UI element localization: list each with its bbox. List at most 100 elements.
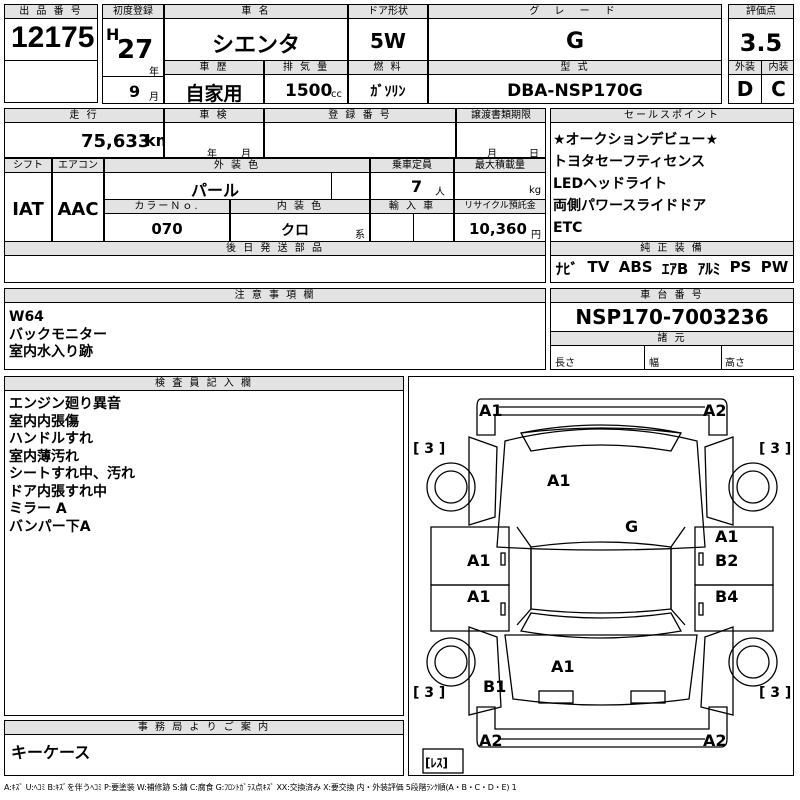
year-unit: 年 xyxy=(149,67,159,78)
era: H xyxy=(106,25,120,44)
model-label: 型 式 xyxy=(429,61,721,75)
capacity-label: 乗車定員 xyxy=(371,159,453,173)
legend: A:ｷｽﾞ U:ﾍｺﾐ B:ｷｽﾞを伴うﾍｺﾐ P:要塗装 W:補修跡 S:錆 … xyxy=(4,783,517,792)
equipment-item: ﾅﾋﾞ xyxy=(555,260,579,278)
chassis-number: NSP170-7003236 xyxy=(575,305,769,329)
office-label: 事 務 局 よ り ご 案 内 xyxy=(5,721,403,735)
displacement: 1500 xyxy=(285,81,333,101)
sales-point-item: 両側パワースライドドア xyxy=(553,198,707,214)
car-name-label: 車 名 xyxy=(165,5,347,19)
history-label: 車 歴 xyxy=(165,61,263,75)
sales-point-item: ★オークションデビュー★ xyxy=(553,132,719,148)
model-code: DBA-NSP170G xyxy=(507,81,643,101)
kei-unit: 系 xyxy=(355,230,365,241)
car-diagram: A1 A2 [ 3 ] [ 3 ] A1 G A1 A1 A1 B2 B4 A1… xyxy=(408,376,794,776)
inspection-label: 車 検 xyxy=(165,109,263,123)
reg-number-cell: 登 録 番 号 xyxy=(264,108,456,158)
interior-color: クロ xyxy=(281,223,309,239)
office-note: キーケース xyxy=(11,743,91,762)
lot-blank xyxy=(4,60,98,103)
sales-point-item: ETC xyxy=(553,220,583,236)
later-parts-cell: 後 日 発 送 部 品 xyxy=(4,241,546,283)
body-color-cell: 外 装 色 パール xyxy=(104,158,370,200)
car-name: シエンタ xyxy=(211,33,300,58)
equipment-item: PS xyxy=(729,258,752,276)
inspector-item: シートすれ中、汚れ xyxy=(9,466,135,482)
cc-unit: cc xyxy=(331,89,342,100)
equipment-list: ﾅﾋﾞ TV ABS ｴｱB ｱﾙﾐ PS PW xyxy=(551,258,793,279)
length-label: 長さ xyxy=(555,358,575,369)
damage-left-front-door: A1 xyxy=(467,551,491,570)
shift: IAT xyxy=(12,199,44,220)
interior-color-cell: 内 装 色 クロ 系 xyxy=(230,199,370,242)
equipment-item: ABS xyxy=(618,258,653,276)
first-registration-label: 初度登録 xyxy=(103,5,163,19)
body-color: パール xyxy=(190,181,239,200)
color-no: 070 xyxy=(151,220,183,238)
interior-color-label: 内 装 色 xyxy=(231,200,369,214)
transfer-doc-label: 譲渡書類期限 xyxy=(457,109,545,123)
equipment-item: TV xyxy=(587,258,610,276)
damage-rear-left-bumper: A2 xyxy=(479,731,503,750)
car-history: 自家用 xyxy=(185,83,243,104)
month-unit: 月 xyxy=(149,92,159,103)
car-outline xyxy=(422,398,778,774)
inspector-item: 室内内張傷 xyxy=(9,413,79,430)
capacity-cell: 乗車定員 7 人 xyxy=(370,158,454,200)
yen-unit: 円 xyxy=(531,230,541,241)
km-unit: km xyxy=(145,131,163,150)
genuine-equipment-cell: 純 正 装 備 ﾅﾋﾞ TV ABS ｴｱB ｱﾙﾐ PS PW xyxy=(550,241,794,283)
transfer-doc-cell: 譲渡書類期限 月 日 xyxy=(456,108,546,158)
inspector-label: 検 査 員 記 入 欄 xyxy=(5,377,403,391)
shift-label: シフト xyxy=(5,159,51,173)
damage-front-right: A2 xyxy=(703,401,727,420)
first-registration-cell: 初度登録 H 27 年 9 月 xyxy=(102,4,164,104)
max-load-cell: 最大積載量 kg xyxy=(454,158,546,200)
interior-score: C xyxy=(771,77,786,101)
inspector-item: ドア内張すれ中 xyxy=(9,483,107,500)
inspector-item: ハンドルすれ xyxy=(9,431,93,447)
damage-right-front-door-a: A1 xyxy=(715,527,739,546)
grade: G xyxy=(565,29,585,54)
model-cell: 型 式 DBA-NSP170G xyxy=(428,60,722,104)
displacement-label: 排 気 量 xyxy=(265,61,347,75)
ext-int-cell: 外装 内装 D C xyxy=(728,60,794,104)
recycle-cell: リサイクル預託金 10,360 円 xyxy=(454,199,546,242)
damage-hood: A1 xyxy=(547,471,571,490)
genuine-label: 純 正 装 備 xyxy=(551,242,793,256)
import-cell: 輸 入 車 xyxy=(370,199,454,242)
office-cell: 事 務 局 よ り ご 案 内 キーケース xyxy=(4,720,404,776)
insp-year-unit: 年 xyxy=(207,149,217,158)
sales-point-list: ★オークションデビュー★ トヨタセーフティセンス LEDヘッドライト 両側パワー… xyxy=(553,129,718,239)
damage-rear: A1 xyxy=(551,657,575,676)
mileage-cell: 走 行 75,633 km xyxy=(4,108,164,158)
insp-month-unit: 月 xyxy=(241,149,251,158)
spare-tire: [ﾚｽ] xyxy=(425,756,448,770)
inspector-list: エンジン廻り異音 室内内張傷 ハンドルすれ 室内薄汚れ シートすれ中、汚れ ドア… xyxy=(9,396,135,536)
grade-cell: グ レ ー ド G xyxy=(428,4,722,61)
tire-rear-left: [ 3 ] xyxy=(413,685,446,701)
aircon-cell: エアコン AAC xyxy=(52,158,104,242)
fuel-label: 燃 料 xyxy=(349,61,427,75)
import-label: 輸 入 車 xyxy=(371,200,453,214)
damage-right-front-door-b: B2 xyxy=(715,551,739,570)
inspector-cell: 検 査 員 記 入 欄 エンジン廻り異音 室内内張傷 ハンドルすれ 室内薄汚れ … xyxy=(4,376,404,716)
recycle-fee: 10,360 xyxy=(469,220,527,238)
caution-cell: 注 意 事 項 欄 W64 バックモニター 室内水入り跡 xyxy=(4,288,546,370)
chassis-label: 車 台 番 号 xyxy=(551,289,793,303)
displacement-cell: 排 気 量 1500 cc xyxy=(264,60,348,104)
equipment-item: ｱﾙﾐ xyxy=(697,260,721,278)
score-label: 評価点 xyxy=(729,5,793,19)
transfer-month-unit: 月 xyxy=(487,149,497,158)
damage-right-rear-door: B4 xyxy=(715,587,739,606)
sales-point-cell: セールスポイント ★オークションデビュー★ トヨタセーフティセンス LEDヘッド… xyxy=(550,108,794,242)
inspector-item: 室内薄汚れ xyxy=(9,448,79,465)
equipment-item: PW xyxy=(760,258,789,276)
door-cell: ドア形状 5W xyxy=(348,4,428,61)
history-cell: 車 歴 自家用 xyxy=(164,60,264,104)
door-type: 5W xyxy=(370,29,406,53)
recycle-label: リサイクル預託金 xyxy=(455,200,545,214)
reg-year: 27 xyxy=(117,35,154,65)
door-label: ドア形状 xyxy=(349,5,427,19)
damage-left-rear-door: A1 xyxy=(467,587,491,606)
